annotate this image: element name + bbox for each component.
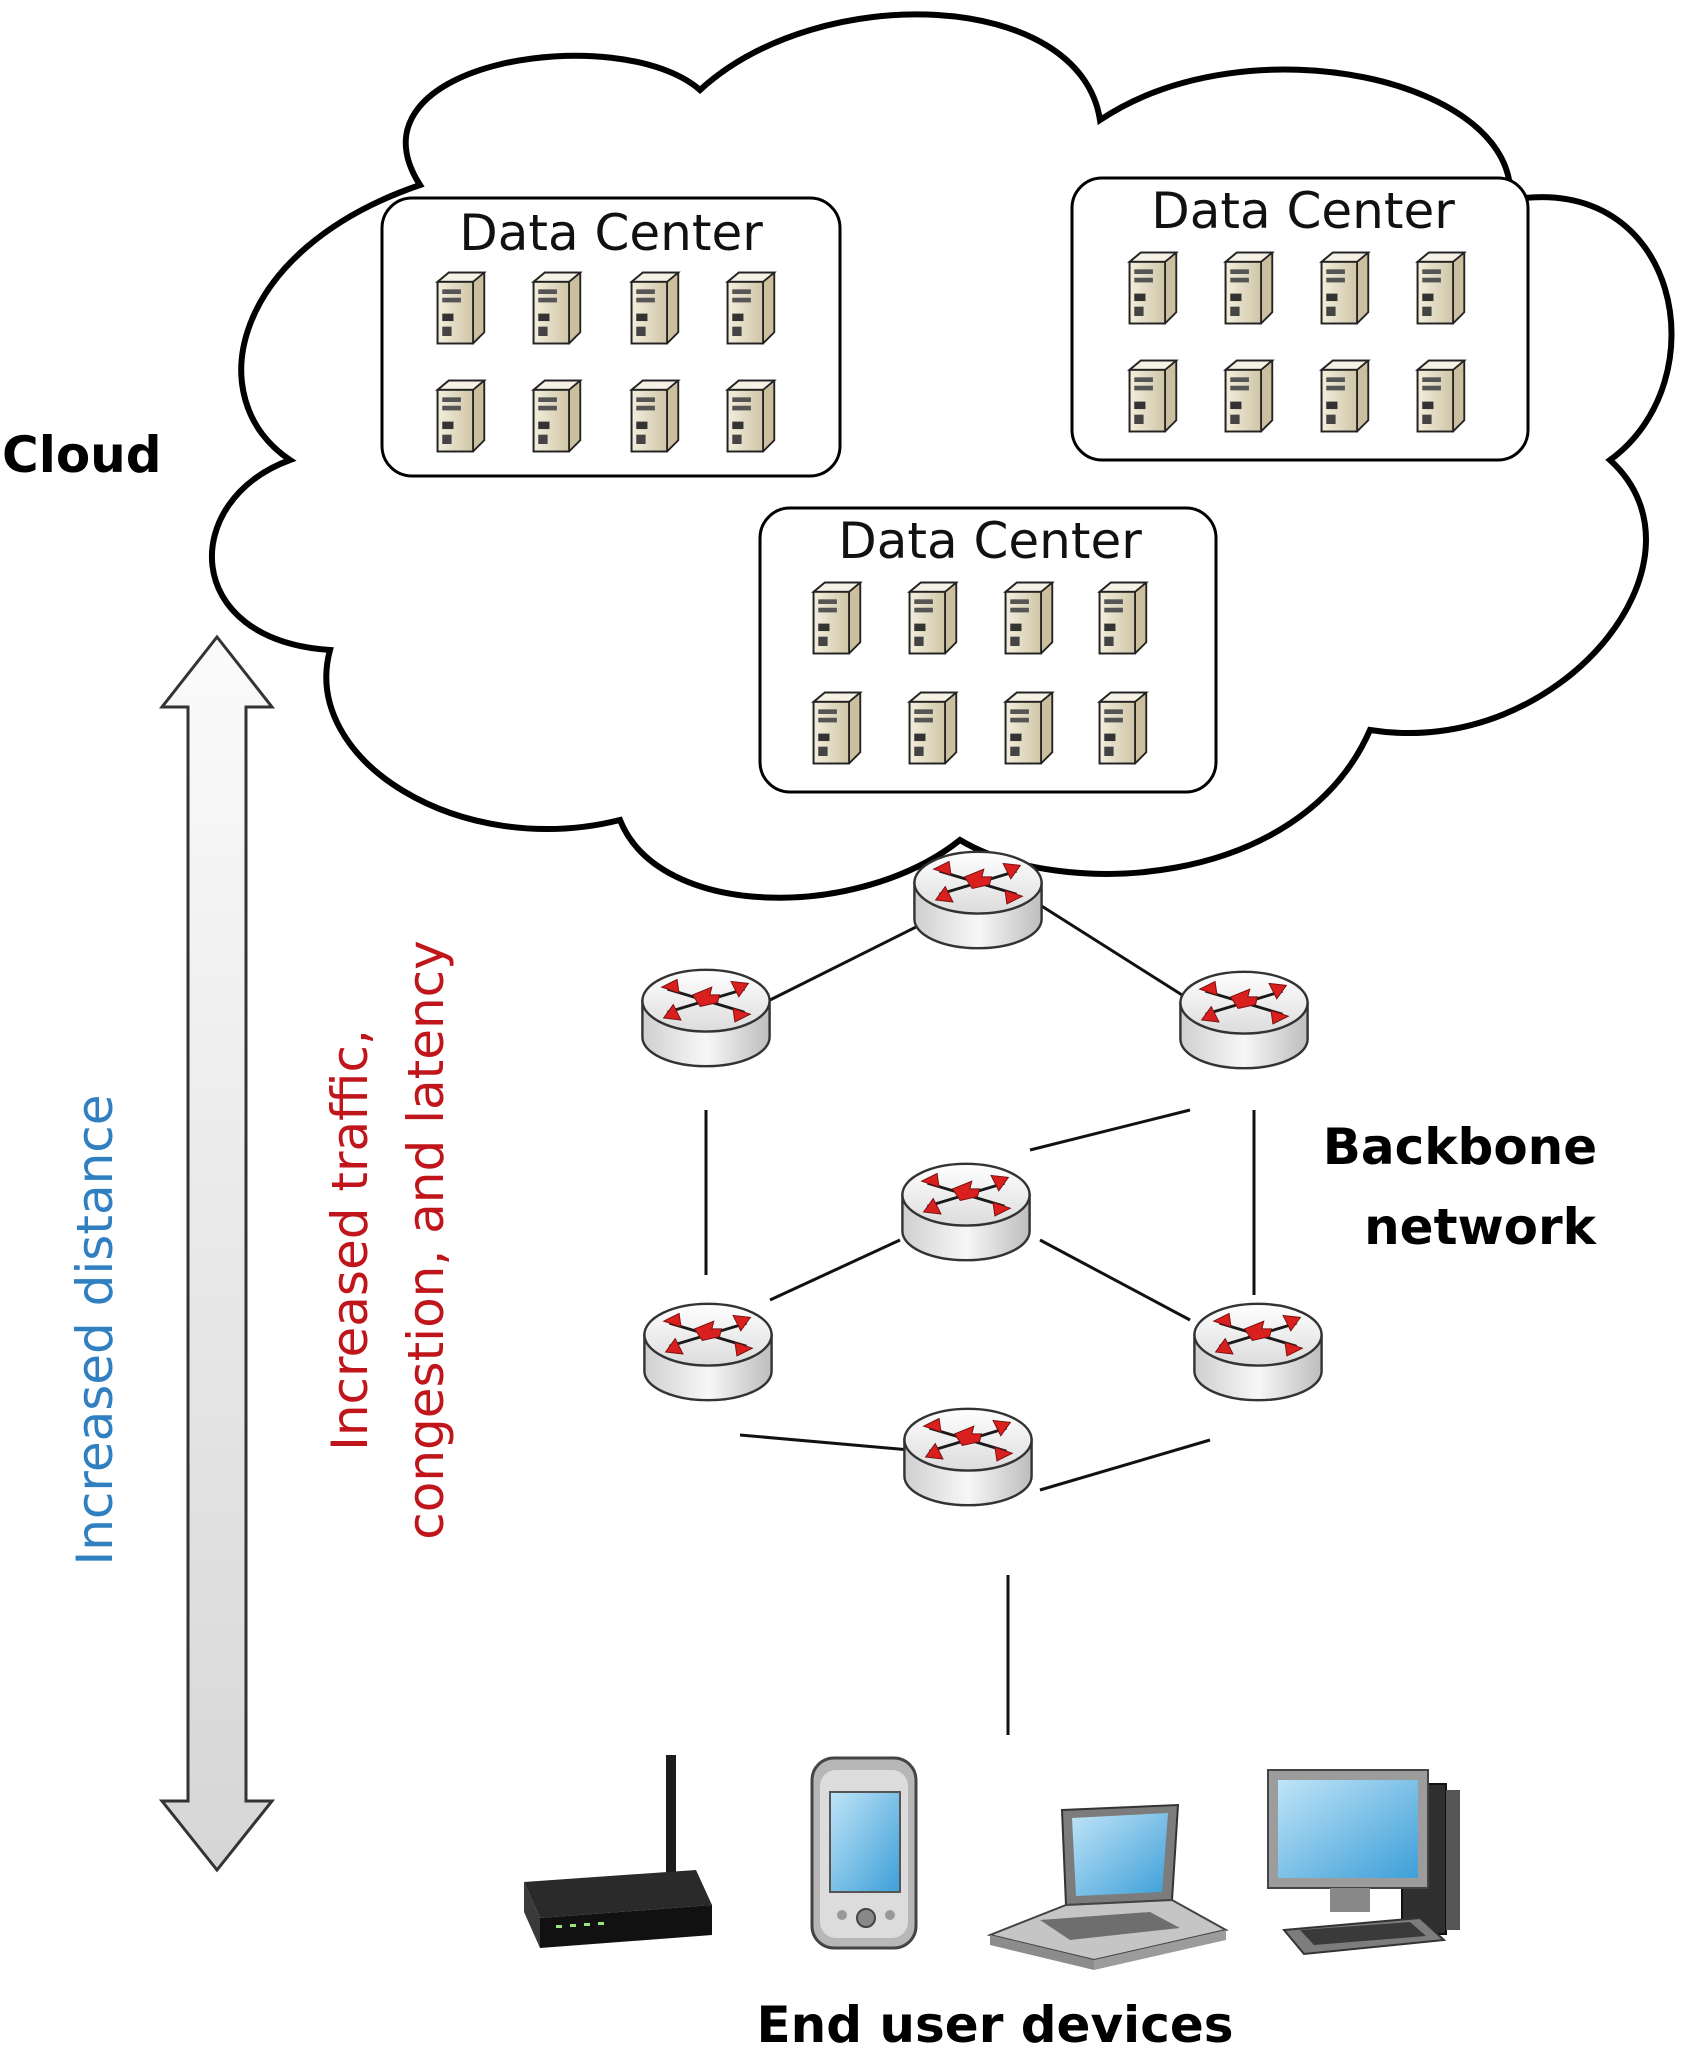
desktop-computer-icon — [1267, 1769, 1460, 1956]
traffic-label: Increased traffic, congestion, and laten… — [321, 940, 455, 1540]
server-icon — [1098, 691, 1148, 765]
router-icon — [912, 850, 1044, 950]
server-icon — [812, 691, 862, 765]
router-icon — [640, 968, 772, 1068]
server-icon — [1004, 581, 1054, 655]
server-icon — [726, 379, 776, 453]
server-icon — [630, 379, 680, 453]
data-center-2-title: Data Center — [1151, 182, 1455, 240]
server-icon — [1098, 581, 1148, 655]
server-icon — [1320, 251, 1370, 325]
data-center-2: Data Center — [1070, 176, 1530, 462]
server-icon — [1224, 251, 1274, 325]
data-center-1-title: Data Center — [459, 204, 763, 262]
backbone-links — [704, 903, 1256, 1735]
end-user-devices-label: End user devices — [756, 1996, 1233, 2051]
server-icon — [1416, 359, 1466, 433]
server-icon — [436, 379, 486, 453]
routers — [640, 850, 1324, 1507]
backbone-label-line1: Backbone — [1323, 1118, 1597, 1176]
server-icon — [630, 271, 680, 345]
backbone-label: Backbone network — [1323, 1118, 1598, 1256]
server-icon — [908, 691, 958, 765]
server-icon — [726, 271, 776, 345]
backbone-label-line2: network — [1364, 1198, 1598, 1256]
wireless-router-icon — [524, 1755, 712, 1948]
increased-distance-label: Increased distance — [66, 1094, 124, 1565]
traffic-label-line1: Increased traffic, — [321, 1029, 379, 1451]
server-icon — [1224, 359, 1274, 433]
cloud-label: Cloud — [2, 426, 162, 484]
data-center-3: Data Center — [758, 506, 1218, 794]
server-icon — [812, 581, 862, 655]
router-icon — [902, 1407, 1034, 1507]
server-icon — [1128, 251, 1178, 325]
data-center-1: Data Center — [380, 196, 842, 478]
double-arrow-icon — [158, 634, 276, 1873]
router-icon — [1178, 970, 1310, 1070]
server-icon — [908, 581, 958, 655]
server-icon — [532, 271, 582, 345]
data-center-3-title: Data Center — [838, 512, 1142, 570]
pda-phone-icon — [810, 1756, 918, 1950]
server-icon — [1128, 359, 1178, 433]
server-icon — [1416, 251, 1466, 325]
router-icon — [642, 1302, 774, 1402]
server-icon — [1004, 691, 1054, 765]
laptop-icon — [986, 1803, 1229, 1970]
router-icon — [1192, 1302, 1324, 1402]
server-icon — [1320, 359, 1370, 433]
server-icon — [436, 271, 486, 345]
traffic-label-line2: congestion, and latency — [397, 940, 455, 1540]
server-icon — [532, 379, 582, 453]
router-icon — [900, 1162, 1032, 1262]
